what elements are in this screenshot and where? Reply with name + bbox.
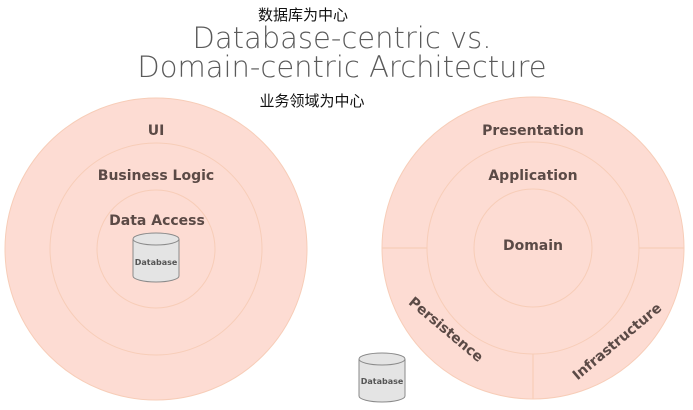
database-icon-external: Database <box>358 352 406 403</box>
label-data-access: Data Access <box>109 213 205 229</box>
title-line-2: Domain-centric Architecture <box>137 50 546 84</box>
database-icon: Database <box>132 232 180 283</box>
domain-centric-diagram: Presentation Application Domain Persiste… <box>381 96 685 400</box>
label-domain: Domain <box>503 238 563 254</box>
database-centric-diagram: UI Business Logic Data Access Database <box>4 97 308 401</box>
caption-database-centric: 数据库为中心 <box>258 6 348 24</box>
label-presentation: Presentation <box>482 123 584 139</box>
label-ui: UI <box>148 123 165 139</box>
ring-domain <box>473 188 593 308</box>
caption-domain-centric: 业务领域为中心 <box>259 92 364 110</box>
label-application: Application <box>488 168 577 184</box>
label-business-logic: Business Logic <box>98 168 214 184</box>
database-label: Database <box>135 258 178 267</box>
database-label: Database <box>361 377 404 386</box>
title-line-1: Database-centric vs. <box>192 21 491 55</box>
